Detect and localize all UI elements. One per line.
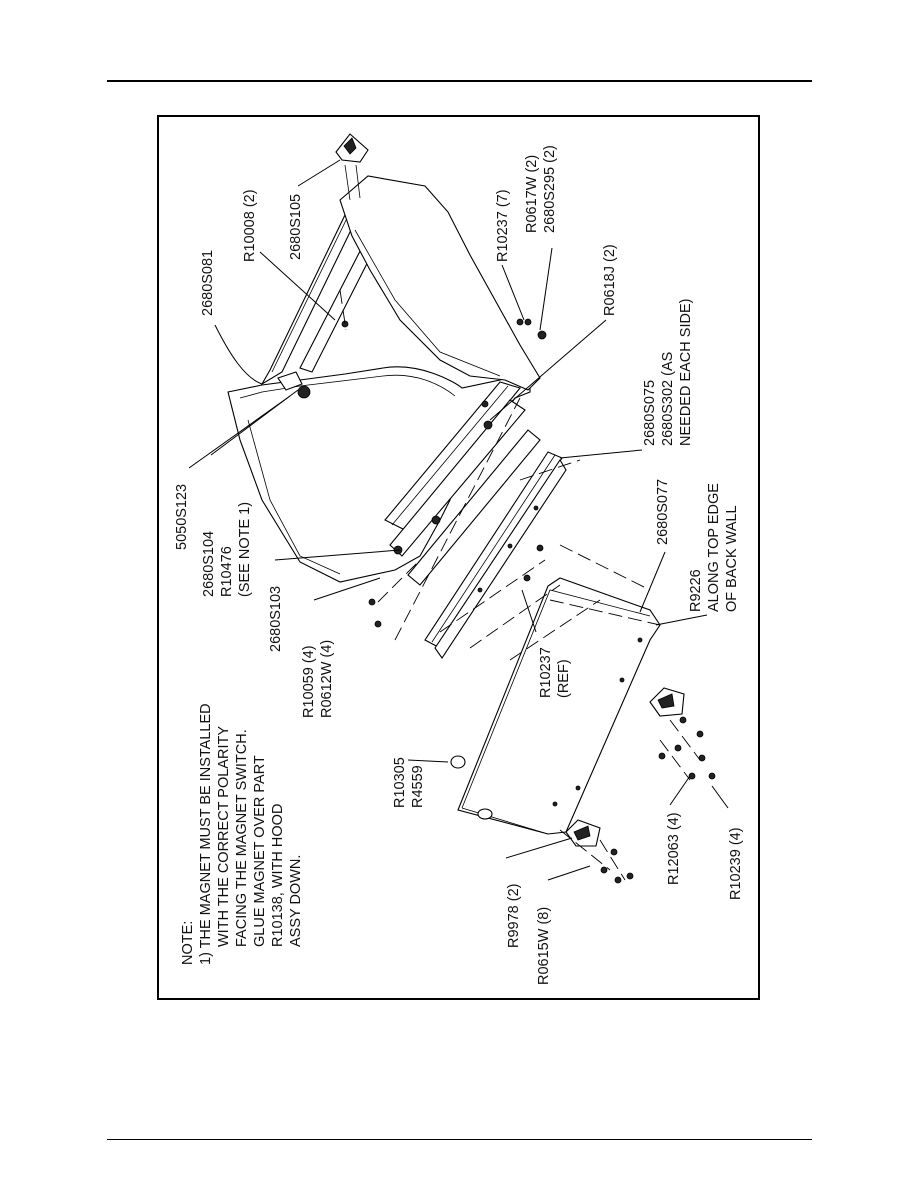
callout-r10239: R10239 (4) xyxy=(728,827,744,900)
hinge-rail xyxy=(424,451,567,659)
svg-text:OF BACK WALL: OF BACK WALL xyxy=(724,505,740,612)
note-line: 1) THE MAGNET MUST BE INSTALLED xyxy=(198,703,214,965)
callout-2680s104: 2680S104 R10476 (SEE NOTE 1) xyxy=(201,502,253,597)
svg-text:R9978 (2): R9978 (2) xyxy=(506,884,522,948)
note-line: R10138, WITH HOOD xyxy=(270,804,286,947)
note-line: GLUE MAGNET OVER PART xyxy=(252,755,268,947)
svg-text:2680S075: 2680S075 xyxy=(642,380,658,446)
fasteners xyxy=(368,318,716,884)
svg-text:R4559: R4559 xyxy=(410,765,426,808)
header-rule xyxy=(107,80,812,82)
svg-text:2680S105: 2680S105 xyxy=(288,194,304,260)
svg-text:(SEE NOTE 1): (SEE NOTE 1) xyxy=(237,502,253,597)
callout-2680s077: 2680S077 xyxy=(655,479,671,545)
svg-text:R10239 (4): R10239 (4) xyxy=(728,827,744,900)
drawing-frame xyxy=(157,115,760,1000)
svg-text:2680S077: 2680S077 xyxy=(655,479,671,545)
note-line: ASSY DOWN. xyxy=(288,855,304,947)
callout-5050s123: 5050S123 xyxy=(174,484,190,550)
callout-2680s105: 2680S105 xyxy=(288,194,304,260)
callout-r0617w: R0617W (2) 2680S295 (2) xyxy=(524,145,558,233)
note-heading: NOTE: xyxy=(180,921,196,965)
svg-text:R0617W (2): R0617W (2) xyxy=(524,155,540,233)
svg-text:R10237 (7): R10237 (7) xyxy=(495,189,511,262)
leader-lines xyxy=(188,159,729,881)
callout-r10059: R10059 (4) R0612W (4) xyxy=(301,640,335,718)
svg-text:R0612W (4): R0612W (4) xyxy=(319,640,335,718)
svg-text:R10305: R10305 xyxy=(392,757,408,808)
svg-text:R10476: R10476 xyxy=(219,546,235,597)
svg-text:R10237: R10237 xyxy=(538,647,554,698)
svg-text:2680S302 (AS: 2680S302 (AS xyxy=(660,352,676,446)
callout-2680s103: 2680S103 xyxy=(268,586,284,652)
svg-text:2680S103: 2680S103 xyxy=(268,586,284,652)
svg-text:R0618J (2): R0618J (2) xyxy=(602,244,618,316)
callout-r0615w: R0615W (8) xyxy=(536,907,552,985)
callout-r9978: R9978 (2) xyxy=(506,884,522,948)
alignment-lines xyxy=(339,289,701,881)
hood-assembly xyxy=(227,133,547,586)
svg-text:R12063 (4): R12063 (4) xyxy=(666,812,682,885)
callout-r10237-ref: R10237 (REF) xyxy=(538,647,572,698)
callout-r10008: R10008 (2) xyxy=(242,189,258,262)
note-block: NOTE: 1) THE MAGNET MUST BE INSTALLED WI… xyxy=(180,703,304,965)
callout-2680s081: 2680S081 xyxy=(200,250,216,316)
svg-text:2680S104: 2680S104 xyxy=(201,531,217,597)
footer-rule xyxy=(107,1139,812,1140)
back-wall xyxy=(457,577,685,847)
callout-r0618j: R0618J (2) xyxy=(602,244,618,316)
note-line: FACING THE MAGNET SWITCH. xyxy=(234,729,250,947)
svg-text:5050S123: 5050S123 xyxy=(174,484,190,550)
callout-r10305: R10305 R4559 xyxy=(392,757,426,808)
callout-r10237-7: R10237 (7) xyxy=(495,189,511,262)
note-line: WITH THE CORRECT POLARITY xyxy=(216,726,232,947)
svg-text:ALONG TOP EDGE: ALONG TOP EDGE xyxy=(706,483,722,612)
svg-text:(REF): (REF) xyxy=(556,659,572,698)
svg-text:R0615W (8): R0615W (8) xyxy=(536,907,552,985)
svg-text:NEEDED EACH SIDE): NEEDED EACH SIDE) xyxy=(678,299,694,446)
svg-text:2680S295 (2): 2680S295 (2) xyxy=(542,145,558,233)
svg-text:R10059 (4): R10059 (4) xyxy=(301,645,317,718)
svg-text:R9226: R9226 xyxy=(688,569,704,612)
callout-2680s075: 2680S075 2680S302 (AS NEEDED EACH SIDE) xyxy=(642,299,694,446)
svg-text:R10008 (2): R10008 (2) xyxy=(242,189,258,262)
callout-r12063: R12063 (4) xyxy=(666,812,682,885)
svg-text:2680S081: 2680S081 xyxy=(200,250,216,316)
callout-r9226: R9226 ALONG TOP EDGE OF BACK WALL xyxy=(688,483,740,612)
